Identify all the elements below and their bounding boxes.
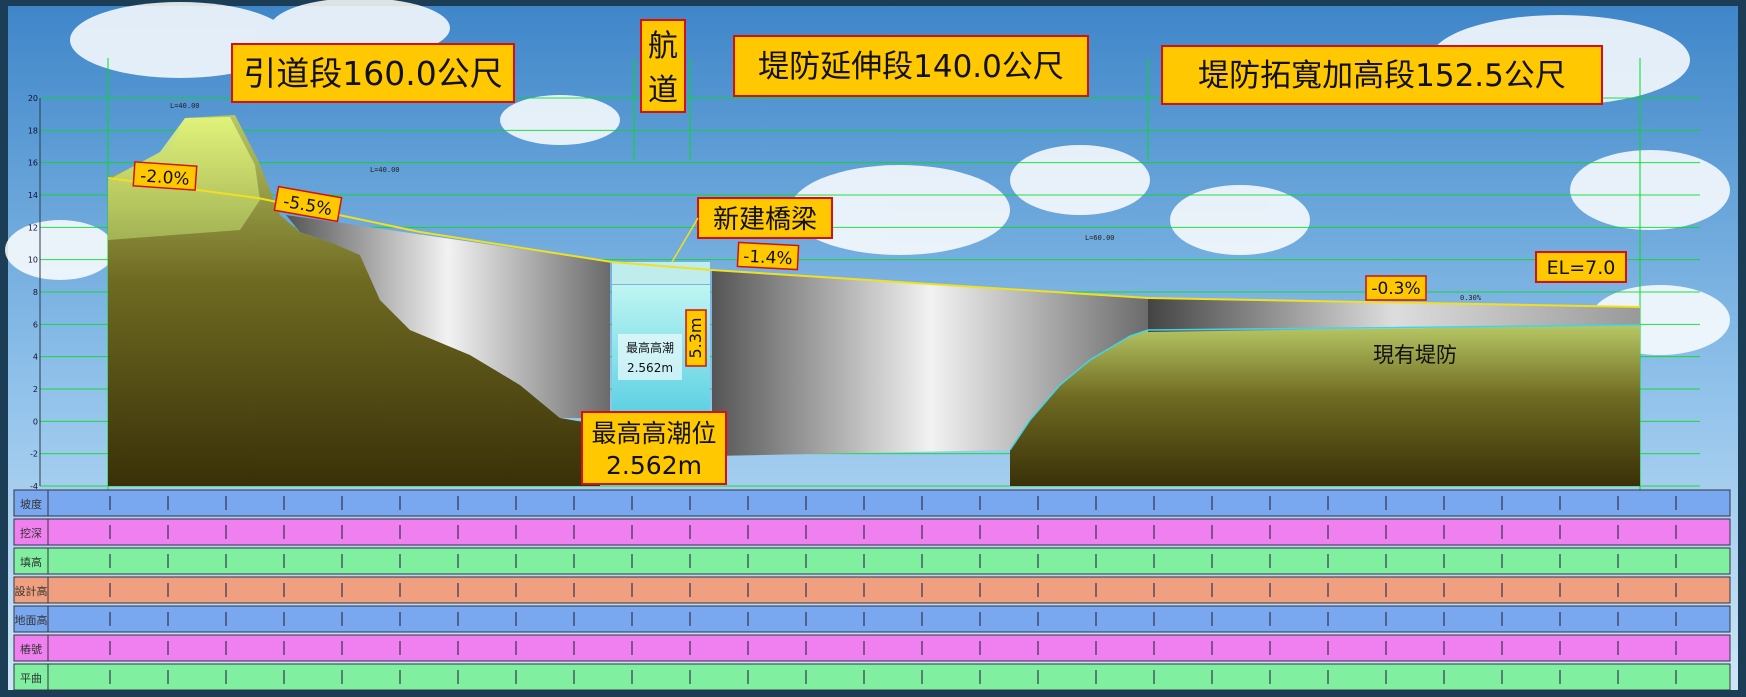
- approach-cut: [286, 215, 610, 418]
- data-row-background: [13, 663, 1731, 691]
- data-row-label: 平曲: [20, 672, 42, 685]
- data-row: 坡度: [13, 489, 1731, 517]
- data-row: 挖深: [13, 518, 1731, 546]
- levee-crest: [1148, 298, 1640, 332]
- data-row-background: [13, 605, 1731, 633]
- svg-text:-0.3%: -0.3%: [1371, 279, 1420, 299]
- ground-outline: [1009, 324, 1641, 451]
- design-grade-line: [107, 177, 1641, 308]
- svg-text:最高高潮位: 最高高潮位: [591, 419, 716, 448]
- data-row-background: [13, 547, 1731, 575]
- callout-approach: 引道段160.0公尺: [231, 43, 515, 103]
- data-row-label-cell: [13, 489, 49, 517]
- vertical-curve-notes: L=40.00 L=40.00 L=60.00 0.30%: [170, 102, 1482, 302]
- data-row-background: [13, 634, 1731, 662]
- y-tick-label: 10: [28, 256, 38, 265]
- data-row-label: 設計高: [15, 584, 48, 598]
- data-row: 設計高: [13, 576, 1731, 604]
- y-tick-label: 12: [28, 223, 38, 232]
- svg-text:堤防拓寬加高段152.5公尺: 堤防拓寬加高段152.5公尺: [1198, 58, 1566, 94]
- callout-extension: 堤防延伸段140.0公尺: [733, 35, 1089, 97]
- callout-new-bridge: 新建橋梁: [671, 197, 833, 263]
- slope-label-1: -2.0%: [132, 161, 198, 191]
- svg-text:道: 道: [648, 73, 678, 108]
- data-row-label-cell: [13, 547, 49, 575]
- svg-text:引道段160.0公尺: 引道段160.0公尺: [243, 54, 502, 93]
- svg-text:L=40.00: L=40.00: [170, 102, 200, 110]
- callout-clearance: 5.3m: [685, 309, 707, 367]
- svg-text:L=40.00: L=40.00: [370, 166, 400, 174]
- data-row-label-cell: [13, 663, 49, 691]
- data-row: 地面高: [13, 605, 1731, 633]
- callout-high-tide: 最高高潮位 2.562m: [581, 411, 727, 485]
- svg-text:航: 航: [648, 29, 678, 64]
- y-tick-label: 6: [33, 320, 38, 329]
- callout-el: EL=7.0: [1535, 251, 1627, 283]
- data-row-label: 填高: [20, 555, 42, 569]
- y-tick-label: 18: [28, 126, 38, 135]
- svg-text:2.562m: 2.562m: [627, 361, 673, 375]
- y-tick-label: 4: [33, 353, 38, 362]
- y-tick-label: 20: [28, 94, 38, 103]
- svg-text:2.562m: 2.562m: [606, 451, 702, 480]
- data-row-label: 樁號: [20, 643, 42, 656]
- svg-text:EL=7.0: EL=7.0: [1547, 257, 1616, 279]
- data-row-label: 地面高: [15, 613, 48, 627]
- data-row: 填高: [13, 547, 1731, 575]
- svg-text:最高高潮: 最高高潮: [626, 340, 674, 355]
- svg-text:堤防延伸段140.0公尺: 堤防延伸段140.0公尺: [758, 49, 1064, 85]
- data-row-label: 坡度: [20, 497, 42, 511]
- tide-small-label: 最高高潮 2.562m: [618, 334, 682, 380]
- data-row-label-cell: [13, 576, 49, 604]
- data-row-label-cell: [13, 605, 49, 633]
- y-tick-label: -4: [30, 482, 38, 491]
- existing-levee-label: 現有堤防: [1373, 343, 1457, 367]
- svg-text:0.30%: 0.30%: [1460, 294, 1482, 302]
- callout-channel: 航 道: [640, 19, 686, 113]
- y-tick-label: -2: [30, 450, 38, 459]
- data-row: 樁號: [13, 634, 1731, 662]
- data-row: 平曲: [13, 663, 1731, 691]
- data-row-background: [13, 576, 1731, 604]
- slope-label-4: -0.3%: [1365, 275, 1427, 301]
- y-tick-label: 14: [28, 191, 38, 200]
- data-row-label-cell: [13, 634, 49, 662]
- callout-widen: 堤防拓寬加高段152.5公尺: [1161, 45, 1603, 105]
- data-row-background: [13, 518, 1731, 546]
- y-tick-label: 8: [33, 288, 38, 297]
- svg-text:L=60.00: L=60.00: [1085, 234, 1115, 242]
- y-tick-label: 16: [28, 159, 38, 168]
- data-row-background: [13, 489, 1731, 517]
- svg-text:新建橋梁: 新建橋梁: [713, 205, 817, 235]
- bridge-body: [712, 270, 1150, 456]
- y-tick-label: 2: [33, 385, 38, 394]
- slope-label-2: -5.5%: [273, 185, 343, 223]
- data-row-label: 挖深: [20, 526, 42, 540]
- y-tick-label: 0: [33, 417, 38, 426]
- svg-text:5.3m: 5.3m: [686, 317, 705, 358]
- data-row-label-cell: [13, 518, 49, 546]
- svg-text:-1.4%: -1.4%: [743, 247, 793, 270]
- slope-label-3: -1.4%: [736, 241, 800, 271]
- svg-text:-2.0%: -2.0%: [140, 166, 191, 189]
- ground-profile-right: [1010, 325, 1640, 486]
